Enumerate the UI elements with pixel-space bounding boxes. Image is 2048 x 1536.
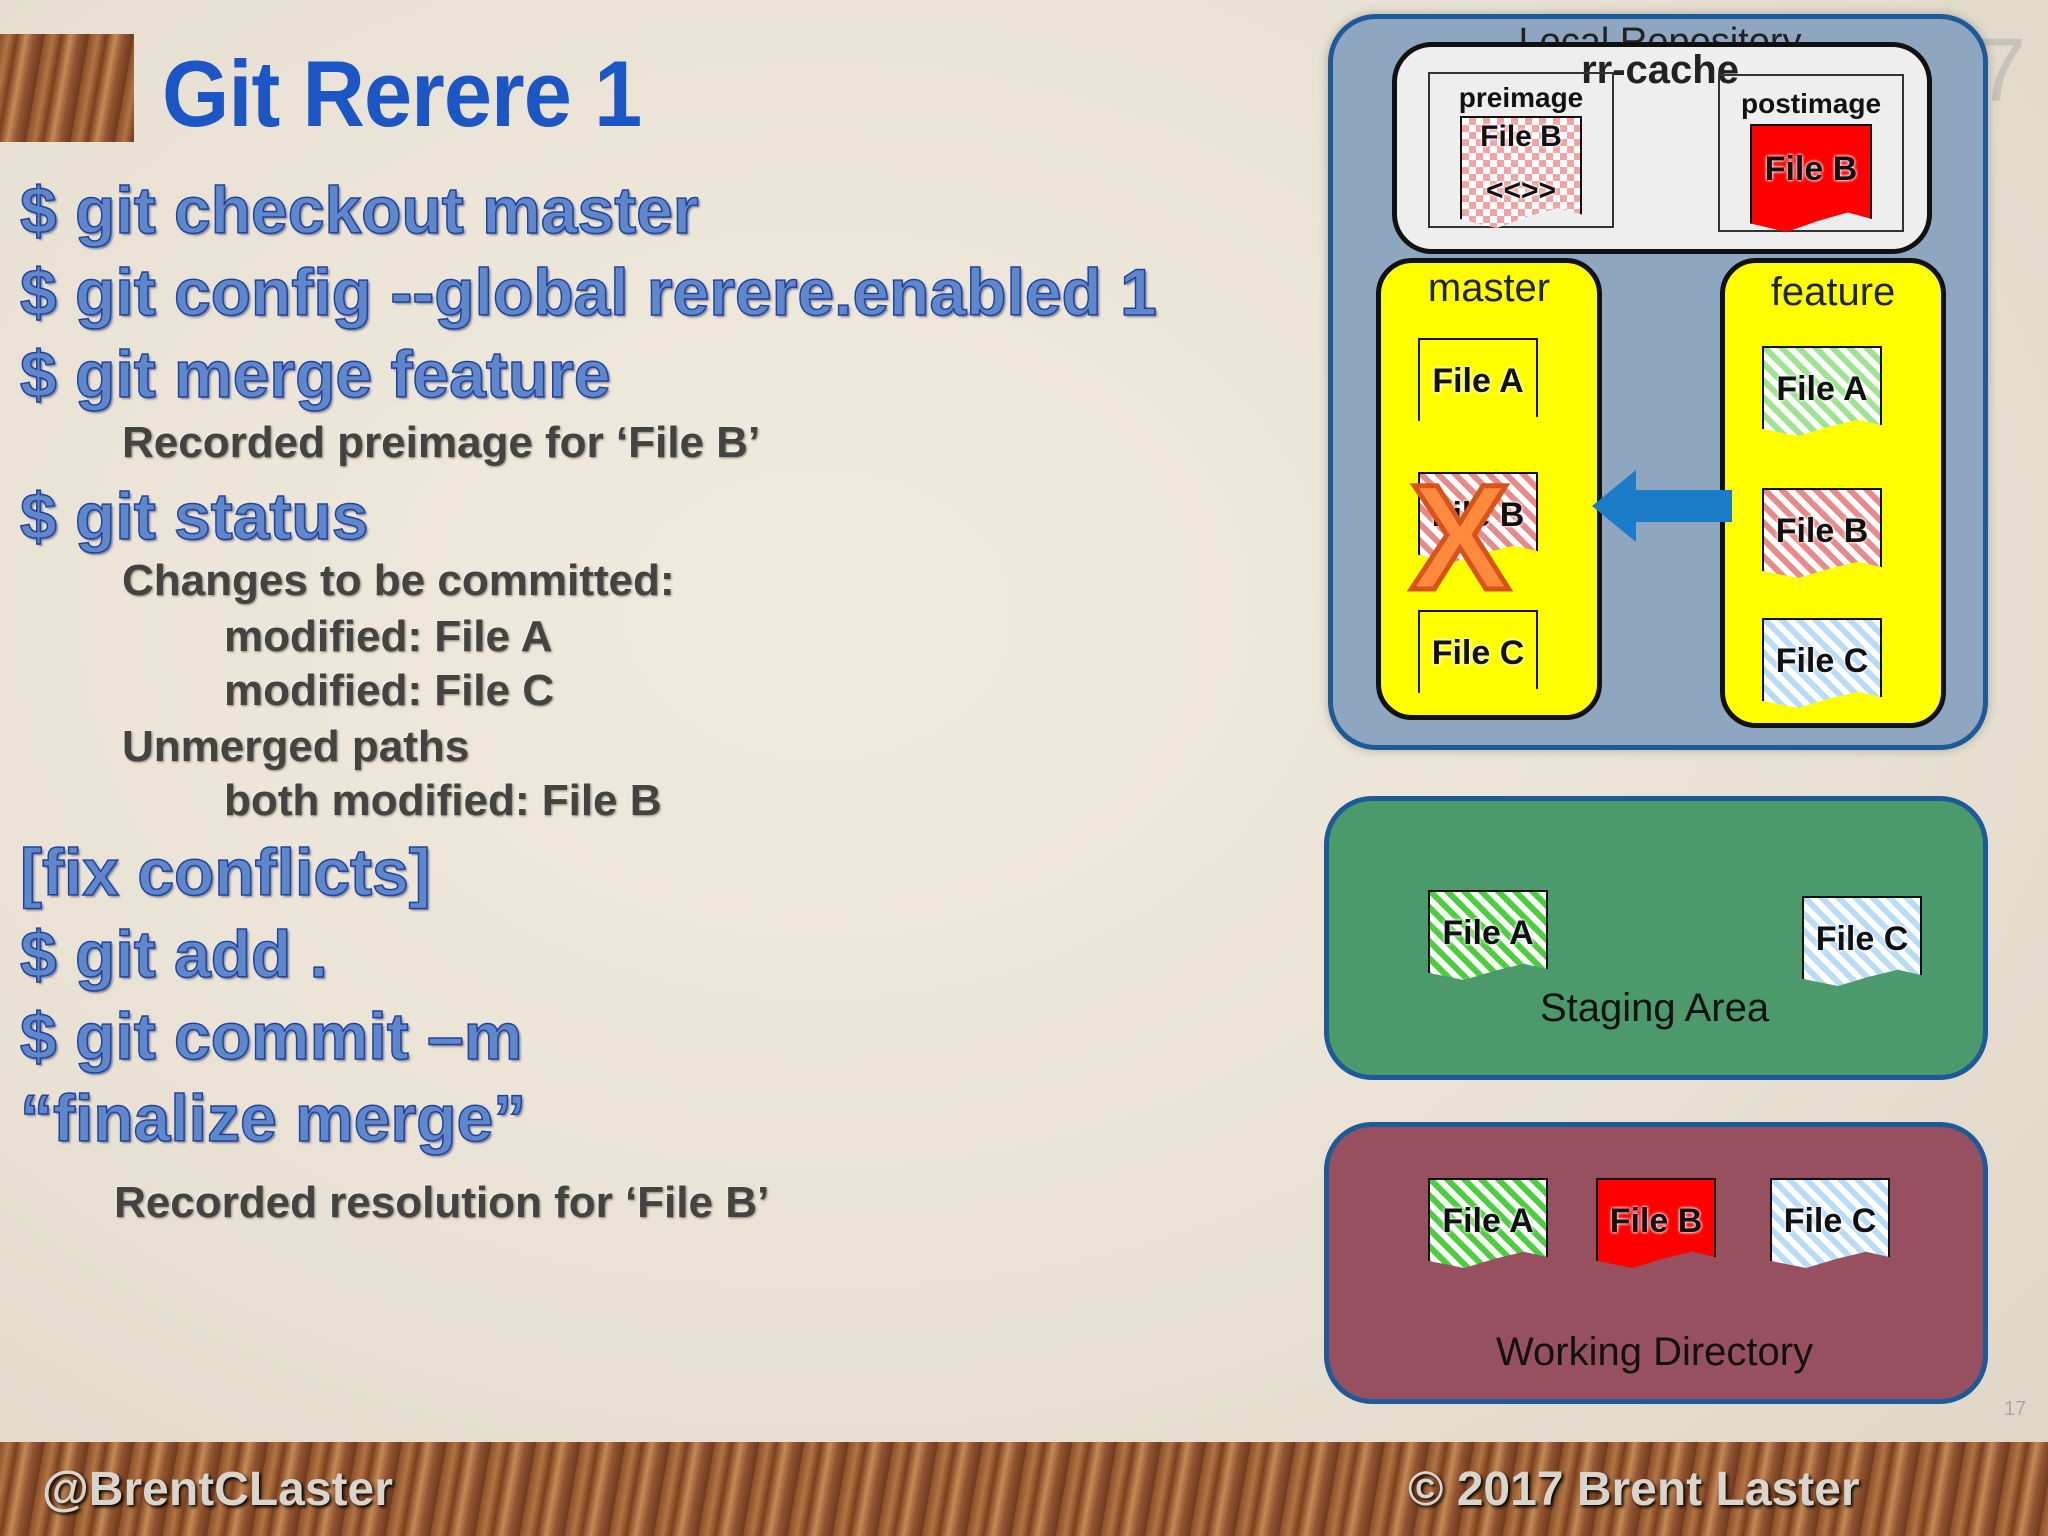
feature-branch-label: feature [1770,270,1896,314]
postimage-file-b-label: File B [1764,150,1858,188]
working-directory-label: Working Directory [1496,1330,1814,1374]
master-file-c-label: File C [1431,634,1525,672]
command-merge: $ git merge feature [19,336,611,412]
feature-file-c-label: File C [1775,642,1869,680]
master-file-c: File C [1418,610,1538,700]
output-modified-c: modified: File C [224,666,554,715]
footer-copyright: © 2017 Brent Laster [1408,1463,1860,1516]
preimage-label: preimage [1458,82,1584,113]
working-file-a: File A [1428,1178,1548,1268]
working-file-a-label: File A [1442,1202,1534,1240]
command-add: $ git add . [19,916,329,992]
preimage-file-b-label: File B [1480,120,1562,153]
staging-file-c-label: File C [1815,920,1909,958]
output-modified-a: modified: File A [224,612,553,661]
master-branch-label: master [1427,266,1551,310]
preimage-conflict-marker: <<>> [1485,174,1557,207]
working-file-c-label: File C [1783,1202,1877,1240]
working-directory-box [1324,1122,1988,1404]
feature-file-a-label: File A [1776,370,1868,408]
output-unmerged-paths: Unmerged paths [122,722,470,771]
postimage-box [1718,74,1904,232]
conflict-x-mark: X [1407,453,1512,621]
output-recorded-preimage: Recorded preimage for ‘File B’ [122,418,761,467]
output-both-modified: both modified: File B [224,776,662,825]
postimage-label: postimage [1740,88,1882,119]
feature-file-b-label: File B [1775,512,1869,550]
wood-corner-decoration [0,34,134,142]
working-file-b-label: File B [1609,1202,1703,1240]
local-repository-label: Local Repository [1518,21,1802,44]
merge-arrow-icon [1592,470,1732,542]
footer-twitter-handle: @BrentCLaster [42,1463,393,1516]
command-commit: $ git commit –m [19,998,523,1074]
command-fix-conflicts: [fix conflicts] [19,834,431,910]
command-checkout: $ git checkout master [19,172,699,248]
slide-title: Git Rerere 1 [162,41,642,146]
command-commit-message: “finalize merge” [19,1080,527,1156]
preimage-box [1428,72,1614,228]
command-status: $ git status [19,478,369,554]
footer-wood-bar [0,1442,2048,1536]
output-recorded-resolution: Recorded resolution for ‘File B’ [114,1178,770,1227]
staging-area-label: Staging Area [1540,986,1770,1030]
staging-file-c: File C [1802,896,1922,986]
staging-file-a-label: File A [1442,914,1534,952]
master-file-b-label: File B [1431,496,1525,534]
slide-number-small: 17 [2004,1398,2027,1420]
master-file-a-label: File A [1432,362,1524,400]
command-config: $ git config --global rerere.enabled 1 [19,254,1157,330]
rr-cache-label: rr-cache [1581,48,1739,92]
output-changes-committed: Changes to be committed: [122,556,675,605]
